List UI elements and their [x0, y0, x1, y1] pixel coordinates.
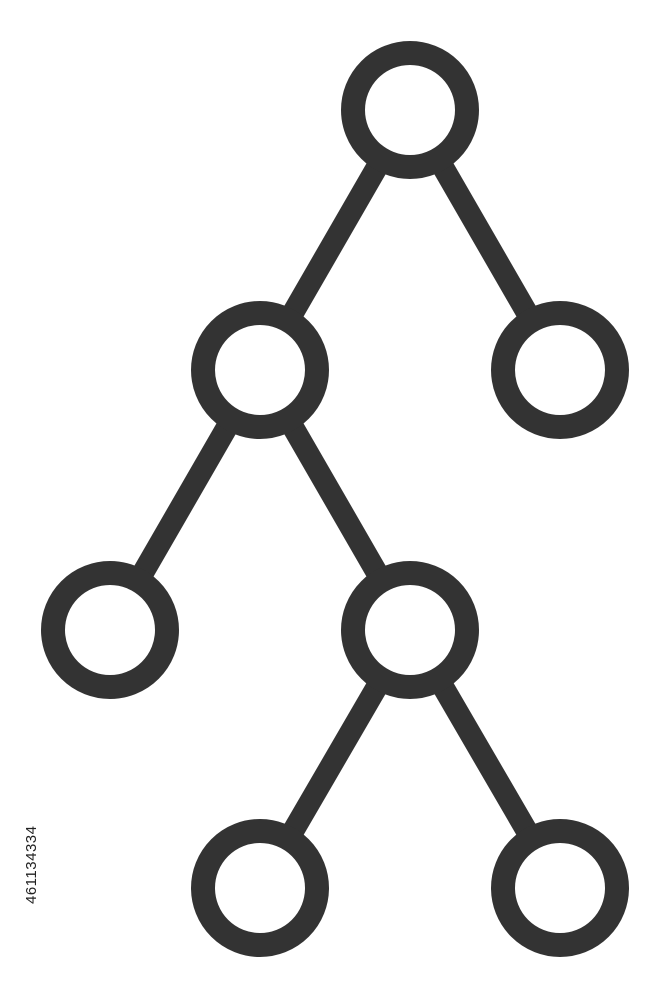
node-left-child	[191, 301, 329, 439]
tree-nodes	[41, 41, 629, 957]
node-left-left-child	[41, 561, 179, 699]
node-right-child	[491, 301, 629, 439]
tree-edges	[100, 104, 570, 894]
node-bottom-left-child	[191, 819, 329, 957]
node-root	[341, 41, 479, 179]
node-left-right-child	[341, 561, 479, 699]
node-bottom-right-child	[491, 819, 629, 957]
